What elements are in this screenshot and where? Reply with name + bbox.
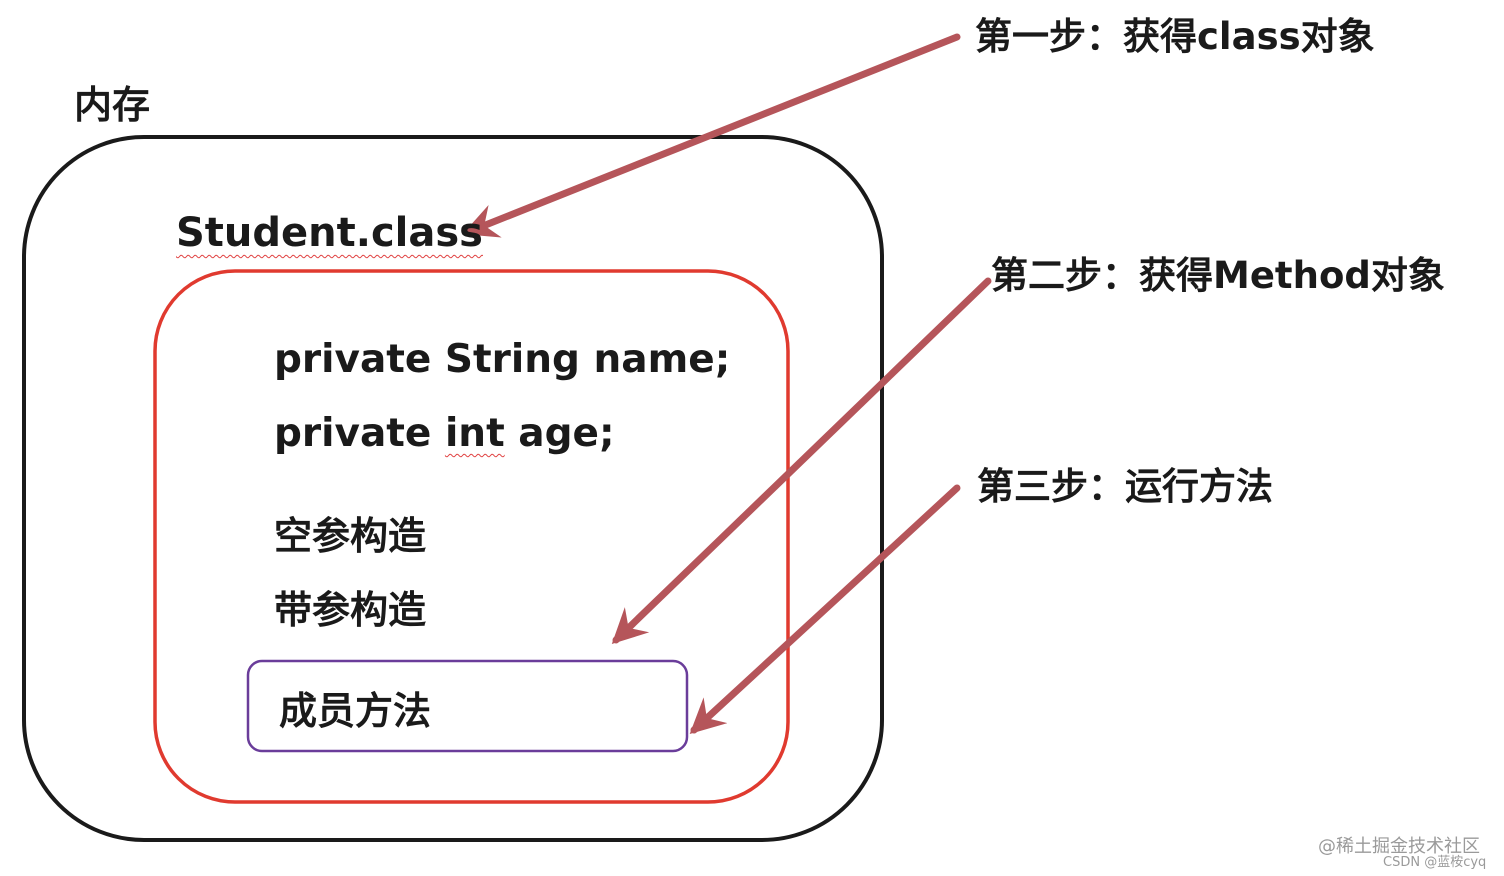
field-age-type: int: [444, 411, 505, 456]
member-method-label: 成员方法: [279, 689, 432, 733]
arrow-step-3: [689, 484, 961, 734]
watermark-juejin: @稀土掘金技术社区: [1318, 836, 1480, 857]
step-3-label: 第三步：运行方法: [977, 465, 1273, 508]
constructor-with-args: 带参构造: [274, 588, 427, 632]
memory-title: 内存: [74, 83, 151, 127]
field-age: private int age;: [274, 414, 615, 453]
member-method-box: [246, 659, 689, 753]
field-name-text: private String name;: [274, 337, 731, 382]
step-2-label: 第二步：获得Method对象: [991, 254, 1445, 297]
field-age-suffix: age;: [504, 411, 615, 456]
watermark-csdn: CSDN @蓝桉cyq: [1383, 855, 1487, 870]
arrow-step-2: [611, 277, 992, 645]
step-1-label: 第一步：获得class对象: [975, 15, 1375, 58]
constructor-no-args: 空参构造: [274, 514, 427, 558]
field-name: private String name;: [274, 340, 730, 379]
class-title: Student.class: [176, 210, 483, 256]
arrow-step-1: [462, 33, 961, 238]
memory-box: [22, 135, 884, 842]
class-box: [153, 269, 790, 804]
field-age-prefix: private: [274, 411, 445, 456]
